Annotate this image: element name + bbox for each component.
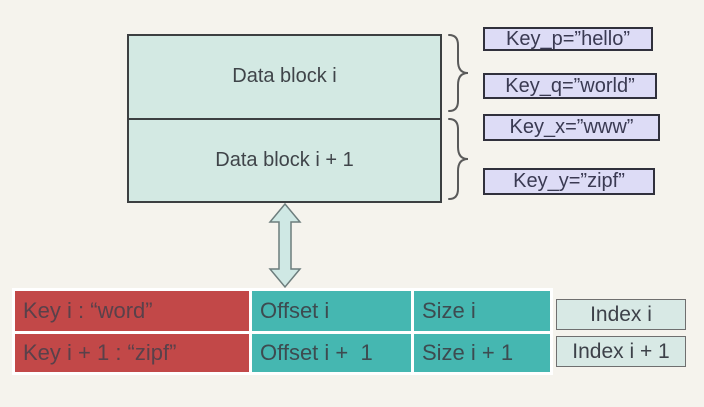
key-entry-www: Key_x=”www” — [483, 114, 660, 141]
index-box-i-plus-1: Index i + 1 — [556, 336, 686, 367]
index-table: Key i : “word” Offset i Size i Key i + 1… — [12, 288, 553, 375]
table-cell-size-i-plus-1: Size i + 1 — [414, 334, 550, 372]
curly-brace-icon — [448, 34, 469, 112]
table-cell-key-i: Key i : “word” — [15, 291, 249, 331]
index-box-i: Index i — [556, 299, 686, 330]
data-block-stack: Data block i Data block i + 1 — [127, 34, 442, 203]
table-cell-offset-i: Offset i — [252, 291, 411, 331]
table-cell-size-i: Size i — [414, 291, 550, 331]
key-entry-hello: Key_p=”hello” — [483, 27, 653, 51]
table-cell-key-i-plus-1: Key i + 1 : “zipf” — [15, 334, 249, 372]
data-block-i: Data block i — [129, 36, 440, 120]
curly-brace-icon — [448, 118, 469, 200]
data-block-i-plus-1: Data block i + 1 — [215, 148, 354, 171]
double-arrow-icon — [268, 203, 302, 289]
key-entry-world: Key_q=”world” — [483, 73, 657, 99]
table-cell-offset-i-plus-1: Offset i + 1 — [252, 334, 411, 372]
key-entry-zipf: Key_y=”zipf” — [483, 168, 655, 195]
